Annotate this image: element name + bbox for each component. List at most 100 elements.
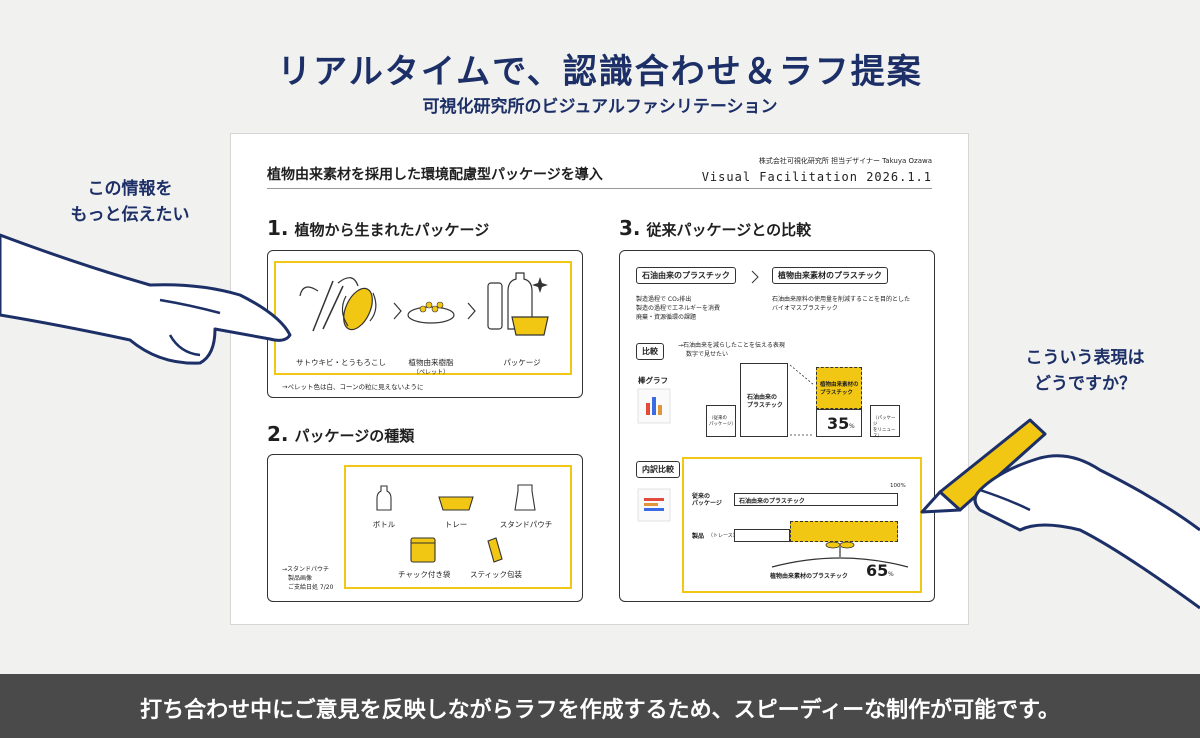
section-3-title: 3. 従来パッケージとの比較 — [619, 216, 811, 240]
chevron-right-icon — [393, 302, 402, 320]
section-2-note: →スタンドパウチ 製品画像 ご支給日処 7/20 — [282, 565, 333, 592]
bar-yellow-plant: 植物由来素材の プラスチック — [816, 367, 862, 409]
stick-pack-icon — [487, 537, 503, 563]
stand-pouch-icon — [514, 484, 536, 511]
desc-plant-2: バイオマスプラスチック — [772, 305, 838, 312]
callout-left: この情報を もっと伝えたい — [50, 176, 210, 228]
section-2-note-2: 製品画像 — [288, 575, 313, 582]
row-1-label-1: 従来の — [692, 493, 711, 500]
package-icon — [487, 272, 549, 336]
page-subtitle: 可視化研究所のビジュアルファシリテーション — [422, 97, 778, 117]
row-1-label: 従来の パッケージ — [692, 493, 722, 507]
desc-petroleum: 製造過程で CO₂排出 製造の過程でエネルギーを消費 廃棄・資源循環の課題 — [636, 295, 720, 322]
page-title: リアルタイムで、認識合わせ＆ラフ提案 — [277, 52, 923, 92]
pellet-plate-icon — [407, 301, 455, 324]
bar-small-right-text-1: （パッケージ — [873, 416, 896, 427]
bar-yellow-text-1: 植物由来素材の — [820, 382, 859, 388]
hundred-percent-label: 100% — [890, 483, 906, 489]
bar-small-right-text-2: をリニュース） — [873, 428, 896, 439]
bar-reduction-arrow — [789, 364, 815, 436]
section-2-note-1: →スタンドパウチ — [282, 566, 330, 573]
bar-small-left: （従来の パッケージ） — [706, 405, 736, 437]
callout-right-line-1: こういう表現は — [1025, 348, 1145, 368]
section-2-note-3: ご支給日処 7/20 — [288, 584, 334, 591]
bar-tall-petroleum: 石油由来の プラスチック — [740, 363, 788, 437]
bar-small-left-text-1: （従来の — [709, 416, 727, 421]
row-2-bar-yellow — [790, 521, 898, 542]
desc-plant: 石油由来原料の使用量を削減することを目的とした バイオマスプラスチック — [772, 295, 910, 313]
type-tray-label: トレー — [444, 520, 468, 529]
tag-breakdown: 内訳比較 — [636, 461, 680, 478]
row-2-label: 製品 — [692, 533, 705, 540]
row-1-bar: 石油由来のプラスチック — [734, 493, 898, 506]
section-3-number: 3. — [619, 216, 641, 240]
bar-tall-text-1: 石油由来の — [747, 394, 778, 401]
row-2-bar-grey — [734, 529, 790, 542]
desc-petroleum-2: 製造の過程でエネルギーを消費 — [636, 305, 721, 312]
zipper-bag-icon — [410, 537, 436, 563]
section-2-highlight-box — [344, 465, 572, 589]
bar-percent: 35 — [827, 414, 850, 433]
desc-petroleum-1: 製造過程で CO₂排出 — [636, 296, 692, 303]
footer-bar: 打ち合わせ中にご意見を反映しながらラフを作成するため、スピーディーな制作が可能で… — [0, 674, 1200, 738]
plant-percent: 65 — [866, 561, 889, 580]
row-2-sub: （トレース） — [708, 533, 738, 539]
tray-icon — [438, 496, 474, 511]
tag-compare: 比較 — [636, 343, 664, 360]
type-stick-pack-label: スティック包装 — [469, 570, 523, 579]
chevron-right-icon-3 — [751, 270, 759, 284]
section-1-label: 植物から生まれたパッケージ — [294, 221, 490, 239]
document-date: Visual Facilitation 2026.1.1 — [701, 170, 932, 184]
section-1-item-package: パッケージ — [503, 358, 541, 367]
bottle-icon — [376, 485, 392, 511]
breakdown-highlight-box — [682, 457, 922, 593]
type-bottle-label: ボトル — [372, 520, 396, 529]
plant-label: 植物由来素材のプラスチック — [770, 573, 848, 580]
plant-percent-unit: % — [888, 571, 894, 578]
section-1-item-sugarcane: サトウキビ・とうもろこし — [296, 358, 386, 367]
pointing-hand-illustration — [0, 233, 292, 365]
compare-note-2: 数字で見せたい — [686, 351, 729, 358]
document-sheet: 植物由来素材を採用した環境配慮型パッケージを導入 株式会社可視化研究所 担当デザ… — [230, 133, 969, 625]
section-1-item-resin: 植物由来樹脂 — [408, 358, 454, 367]
breakdown-thumbnail-icon — [637, 488, 671, 522]
document-meta: 株式会社可視化研究所 担当デザイナー Takuya Ozawa — [758, 157, 932, 165]
section-1-note: →ペレット色は白、コーンの粒に見えないように — [282, 383, 424, 391]
hand-with-pen-illustration — [920, 418, 1200, 610]
callout-right-line-2: どうですか？ — [1034, 374, 1136, 394]
sugarcane-corn-icon — [299, 277, 377, 332]
section-1-item-resin-sub: （ペレット） — [412, 369, 449, 376]
compare-note-1: →石油由来を減らしたことを伝える表現 — [678, 342, 785, 349]
desc-petroleum-3: 廃棄・資源循環の課題 — [636, 314, 697, 321]
compare-note: →石油由来を減らしたことを伝える表現 数字で見せたい — [678, 341, 785, 359]
document-rule — [267, 188, 932, 189]
bar-chart-label: 棒グラフ — [638, 376, 668, 385]
document-title: 植物由来素材を採用した環境配慮型パッケージを導入 — [267, 167, 603, 183]
sprout-icon — [771, 541, 909, 568]
bar-tall-text: 石油由来の プラスチック — [747, 394, 783, 410]
tag-petroleum-plastic: 石油由来のプラスチック — [636, 267, 736, 284]
section-1-title: 1. 植物から生まれたパッケージ — [267, 216, 489, 240]
section-2-number: 2. — [267, 422, 289, 446]
desc-plant-1: 石油由来原料の使用量を削減することを目的とした — [772, 296, 911, 303]
bar-yellow-text-2: プラスチック — [820, 390, 853, 396]
bar-35-box: 35 % — [816, 409, 862, 437]
tag-plant-plastic: 植物由来素材のプラスチック — [772, 267, 888, 284]
callout-left-line-2: もっと伝えたい — [70, 205, 190, 225]
type-zipper-bag-label: チャック付き袋 — [398, 570, 451, 579]
section-1-panel: サトウキビ・とうもろこし 植物由来樹脂 （ペレット） パッケージ →ペレット色は… — [267, 250, 583, 398]
type-stand-pouch-label: スタンドパウチ — [499, 520, 553, 529]
section-2-label: パッケージの種類 — [294, 427, 415, 445]
bar-tall-text-2: プラスチック — [747, 402, 783, 409]
section-2-title: 2. パッケージの種類 — [267, 422, 414, 446]
callout-left-line-1: この情報を — [87, 179, 173, 199]
bar-small-right-text: （パッケージ をリニュース） — [873, 416, 899, 440]
section-2-panel: ボトル トレー スタンドパウチ チャック付き袋 スティック包装 →スタンドパウチ… — [267, 454, 583, 602]
callout-right: こういう表現は どうですか？ — [1000, 345, 1170, 397]
chevron-right-icon-2 — [467, 302, 476, 320]
footer-text: 打ち合わせ中にご意見を反映しながらラフを作成するため、スピーディーな制作が可能で… — [140, 698, 1060, 723]
section-3-label: 従来パッケージとの比較 — [646, 221, 812, 239]
section-3-panel: 石油由来のプラスチック 植物由来素材のプラスチック 製造過程で CO₂排出 製造… — [619, 250, 935, 602]
bar-yellow-text: 植物由来素材の プラスチック — [820, 381, 859, 397]
section-1-number: 1. — [267, 216, 289, 240]
